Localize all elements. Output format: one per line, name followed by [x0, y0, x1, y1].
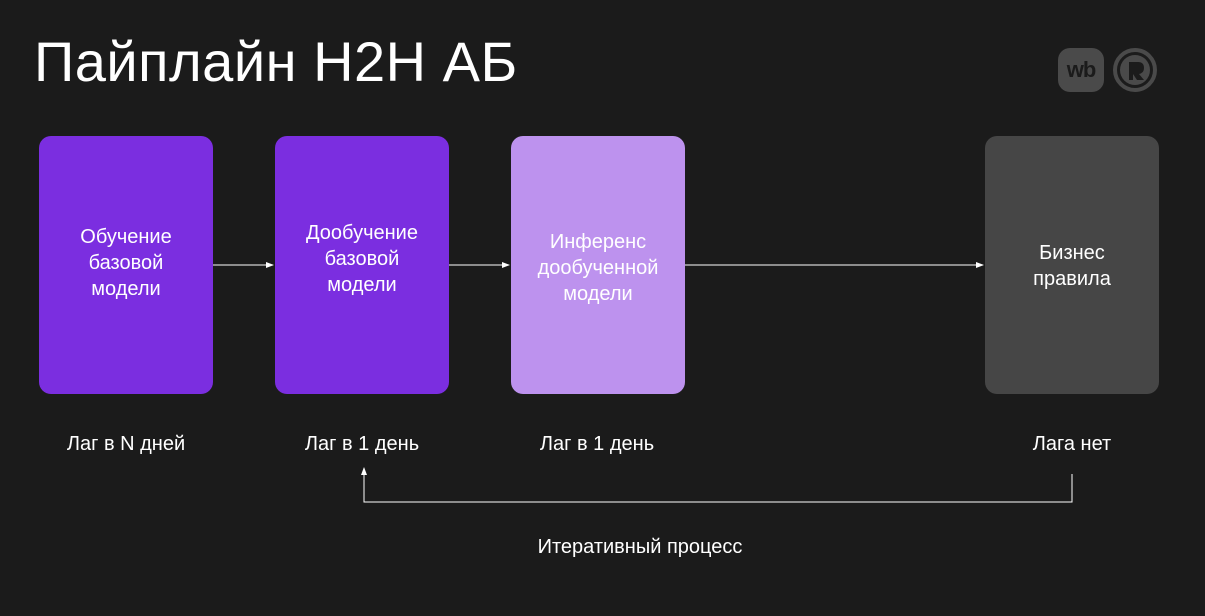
iterative-process-label: Итеративный процесс	[537, 536, 743, 558]
feedback-loop-arrow	[361, 467, 1073, 503]
stage-box-text: Инференс дообученной модели	[537, 231, 659, 305]
stage-box-text: Дообучение базовой модели	[306, 222, 418, 296]
stage-box-business-rules: Бизнес правила	[985, 136, 1159, 394]
lag-label-2: Лаг в 1 день	[304, 433, 420, 455]
stage-box-text: Обучение базовой модели	[80, 226, 172, 300]
logo-group: wb	[1058, 47, 1158, 93]
lag-label-1: Лаг в N дней	[66, 433, 186, 455]
stage-box-inference: Инференс дообученной модели	[511, 136, 685, 394]
stage-box-base-training: Обучение базовой модели	[39, 136, 213, 394]
wb-logo-icon: wb	[1058, 48, 1104, 92]
stage-box-text: Бизнес правила	[1033, 242, 1111, 290]
stage-box-finetuning: Дообучение базовой модели	[275, 136, 449, 394]
lag-label-3: Лаг в 1 день	[539, 433, 655, 455]
r-circle-logo-icon	[1113, 48, 1157, 92]
slide-title: Пайплайн H2H АБ	[34, 30, 518, 93]
lag-label-4: Лага нет	[1032, 433, 1112, 455]
